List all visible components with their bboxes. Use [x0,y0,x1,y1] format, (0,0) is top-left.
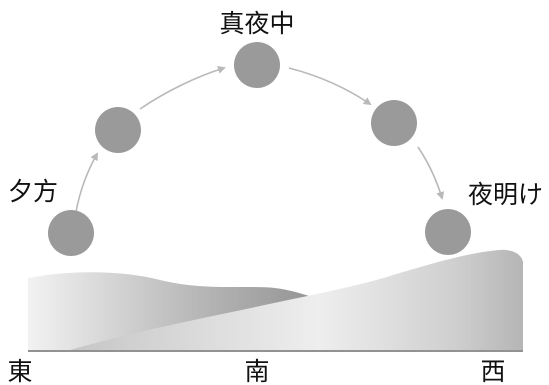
label-dawn: 夜明け [468,180,543,209]
label-midnight: 真夜中 [219,9,294,38]
arrow-3 [288,67,372,106]
arrow-1 [75,152,98,213]
label-evening: 夕方 [8,177,58,206]
landscape [28,249,523,352]
arrow-4 [417,146,445,200]
moon-dawn [425,209,471,255]
front-hill [70,249,523,350]
labels: 真夜中 夕方 夜明け 東 南 西 [7,9,543,385]
moon-late-evening [95,107,141,153]
moon-midnight [234,42,280,88]
moon-evening [48,210,94,256]
moon-path-arrows [75,65,445,213]
label-west: 西 [480,357,505,385]
moon-early-morning [371,100,417,146]
label-east: 東 [7,357,32,385]
arrow-2 [139,65,226,110]
moon-positions [48,42,471,256]
label-south: 南 [244,357,269,385]
